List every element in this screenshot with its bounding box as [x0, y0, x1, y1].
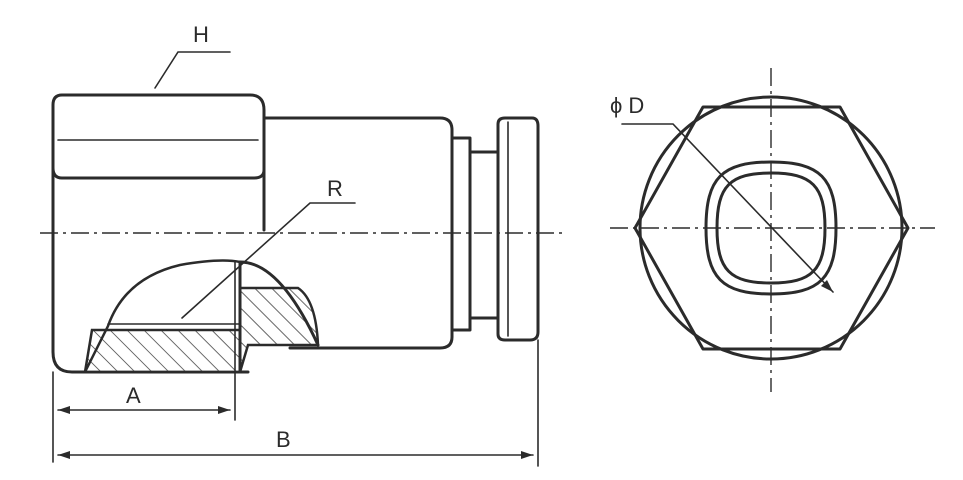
dimension-b: [57, 339, 539, 467]
collet: [450, 116, 540, 342]
h-leader: [154, 51, 231, 89]
hex-nut: [51, 93, 266, 374]
dimension-a: [52, 261, 236, 463]
label-diameter-d: ϕ D: [610, 93, 644, 118]
side-view: [40, 51, 565, 467]
bore-outer: [704, 160, 838, 296]
diameter-leader: [621, 123, 834, 293]
label-h: H: [193, 22, 209, 47]
body-circle: [638, 95, 904, 361]
hex-outline: [633, 105, 910, 351]
end-view: [610, 68, 935, 392]
label-a: A: [126, 383, 141, 408]
label-b: B: [276, 427, 291, 452]
body: [262, 116, 454, 350]
bore-inner: [715, 171, 827, 285]
section-cutaway: [82, 259, 320, 374]
label-r: R: [327, 176, 343, 201]
r-leader: [181, 202, 356, 319]
